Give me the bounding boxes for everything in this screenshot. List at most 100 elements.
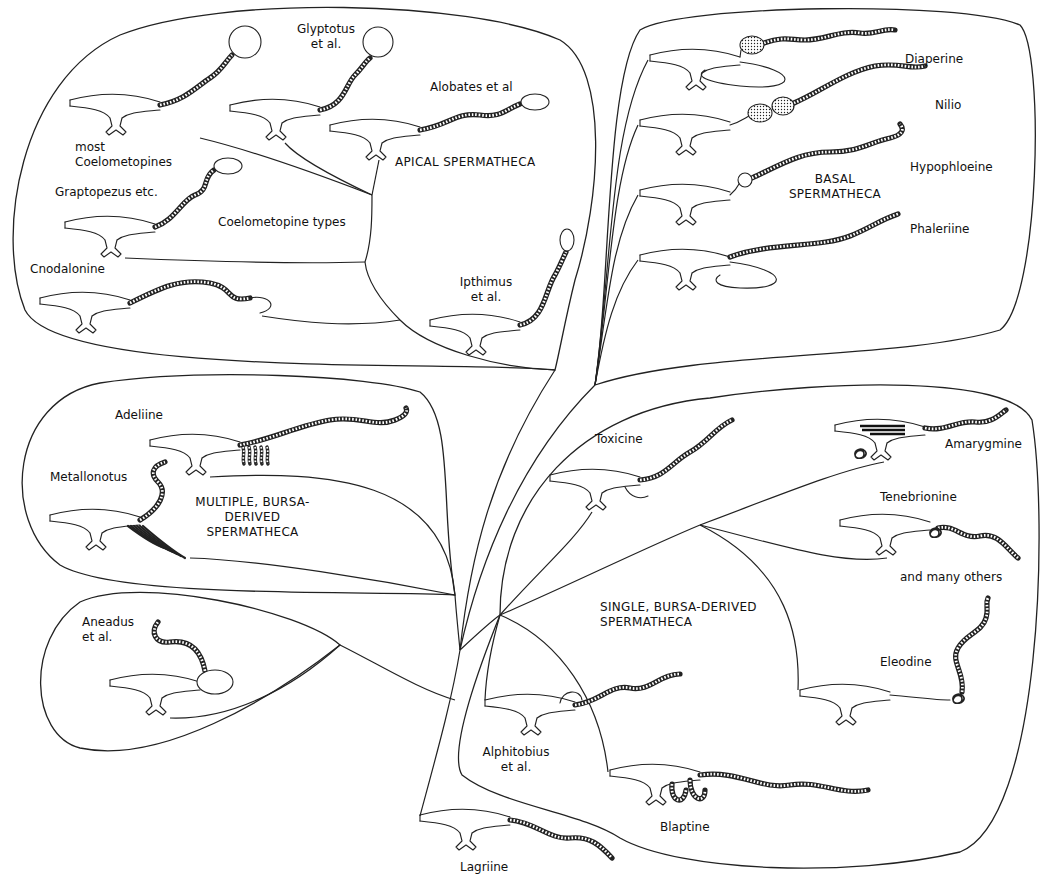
spermathecal-duct	[925, 410, 1006, 429]
dotted-gland	[772, 97, 794, 115]
taxon-label: Toxicine	[595, 432, 643, 447]
region-outline	[20, 570, 350, 760]
tract-outline	[800, 684, 890, 692]
spermatheca-capsule	[197, 670, 233, 694]
tract-outline	[640, 184, 730, 192]
tract-outline	[692, 200, 730, 208]
tract-outline	[835, 431, 875, 443]
taxon-label: Alphitobius et al.	[478, 745, 554, 775]
duct-hatching	[925, 410, 1006, 429]
region-outline-path	[595, 9, 1035, 385]
taxon-label: Hypophloeine	[910, 160, 993, 175]
tract-outline	[64, 222, 65, 228]
spermathecal-duct	[520, 252, 566, 325]
taxon-label: Coelometopine types	[218, 215, 346, 230]
tract-outline	[730, 116, 749, 125]
tract-outline	[149, 440, 150, 446]
ovipositor-symbol	[466, 338, 486, 355]
tree-trunk	[420, 650, 460, 816]
ovipositor-symbol	[521, 718, 541, 735]
taxon-label: Cnodalonine	[30, 262, 105, 277]
ovipositor-symbol	[686, 73, 706, 90]
tree-branch	[365, 262, 555, 370]
tract-outline	[799, 690, 800, 696]
spermathecal-duct	[155, 170, 214, 227]
tract-outline	[117, 232, 155, 240]
tract-outline	[484, 700, 485, 706]
spermathecal-duct	[700, 774, 868, 791]
tract-outline	[639, 120, 640, 126]
tract-outline	[890, 695, 950, 700]
duct-hatching	[154, 622, 205, 671]
taxon-label: Graptopezus etc.	[55, 185, 158, 200]
tract-outline	[692, 265, 730, 273]
tract-outline	[560, 692, 582, 703]
tract-outline	[282, 115, 320, 123]
tract-outline	[839, 520, 840, 526]
tract-outline	[639, 190, 640, 196]
tree-branch	[200, 138, 372, 195]
duct-hatching	[160, 55, 232, 105]
tract-outline	[610, 776, 650, 788]
spermathecal-duct	[956, 598, 988, 692]
tree-branch	[595, 60, 648, 385]
dotted-gland	[740, 36, 764, 54]
tract-outline	[930, 528, 941, 537]
duct-hatching	[752, 124, 902, 178]
spermathecal-duct	[640, 420, 732, 480]
spermathecal-duct	[154, 622, 205, 671]
tree-branch	[190, 558, 455, 595]
taxon-label: Tenebrionine	[880, 490, 957, 505]
taxon-label: Glyptotus et al.	[293, 22, 359, 52]
spermatheca-region: MULTIPLE, BURSA-DERIVED SPERMATHECA	[0, 365, 470, 610]
tree-branch	[500, 512, 592, 615]
taxon-label: Eleodine	[880, 655, 932, 670]
tree-branch	[125, 258, 365, 263]
ovipositor-symbol	[146, 698, 166, 715]
taxon-label: Aneadus et al.	[82, 615, 142, 645]
tract-outline	[329, 125, 330, 131]
tract-outline	[50, 521, 90, 533]
tract-outline	[110, 686, 150, 698]
duct-hatching	[267, 447, 268, 464]
taxon-label: Ipthimus et al.	[455, 275, 517, 305]
ovipositor-symbol	[266, 123, 286, 140]
tract-outline	[65, 216, 155, 224]
spermathecal-duct	[140, 462, 165, 520]
duct-hatching	[938, 527, 1018, 558]
taxon-label: Blaptine	[660, 820, 710, 835]
tract-outline	[692, 130, 730, 138]
tract-outline	[550, 481, 590, 493]
duct-hatching	[700, 774, 868, 791]
tract-outline	[730, 184, 739, 195]
tract-outline	[887, 435, 925, 443]
spermathecal-duct	[249, 447, 250, 464]
tract-outline	[70, 106, 110, 118]
tract-outline	[150, 434, 240, 442]
ovipositor-symbol	[106, 118, 126, 135]
tract-outline	[49, 515, 50, 521]
duct-hatching	[672, 784, 686, 800]
spermathecal-duct	[243, 447, 244, 464]
duct-hatching	[240, 408, 407, 445]
dotted-gland	[748, 104, 772, 122]
region-outline	[0, 365, 470, 610]
duct-hatching	[420, 104, 520, 130]
duct-hatching	[520, 252, 566, 325]
tract-outline	[662, 780, 700, 788]
tract-outline	[122, 110, 160, 118]
tract-outline	[230, 99, 320, 107]
spermathecal-duct	[160, 55, 232, 105]
tract-outline	[250, 297, 271, 313]
taxon-label: Amarygmine	[945, 437, 1022, 452]
duct-hatching	[155, 170, 214, 227]
tract-outline	[382, 135, 420, 143]
tract-outline	[640, 249, 730, 257]
region-outline-path	[41, 592, 340, 750]
spermathecal-duct	[672, 784, 686, 800]
spermathecal-duct	[240, 408, 407, 445]
tree-branch	[595, 195, 638, 385]
spermathecal-duct	[420, 104, 520, 130]
tract-outline	[855, 449, 866, 458]
